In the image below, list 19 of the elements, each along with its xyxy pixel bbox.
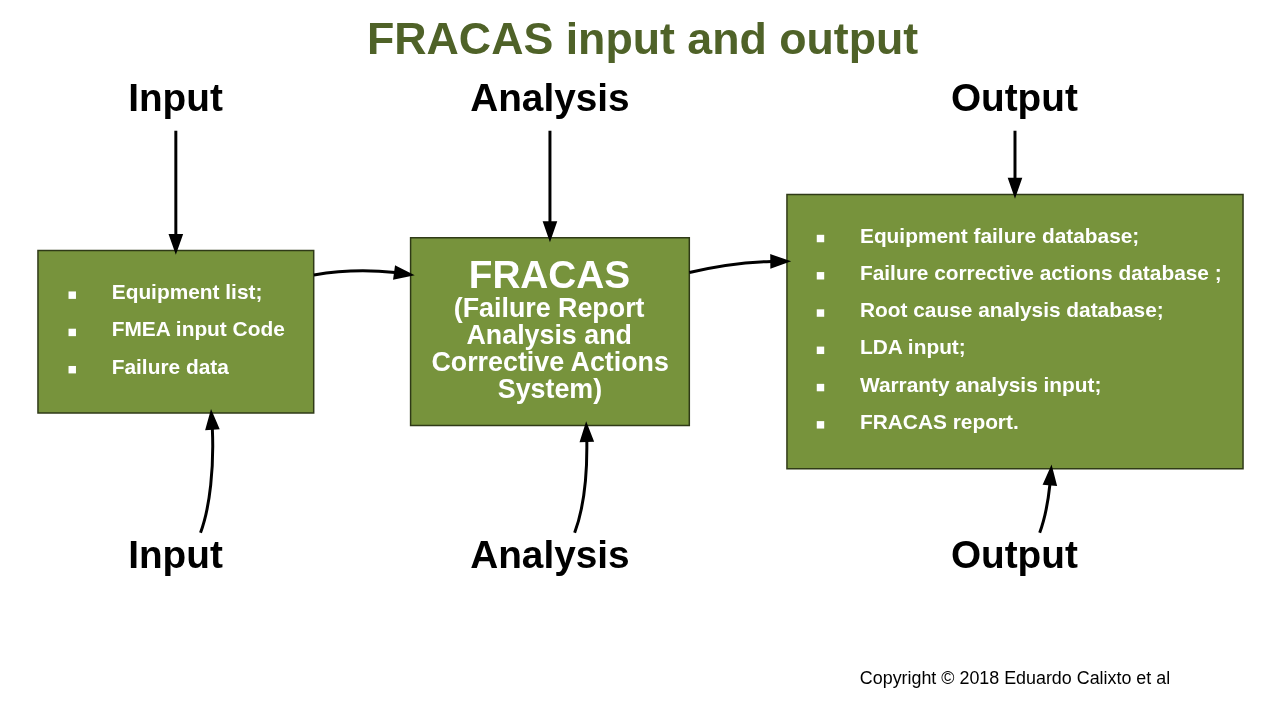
- arrow: [1037, 464, 1057, 534]
- node-text: Analysis: [469, 533, 630, 577]
- node-box: FRACAS (Failure Report Analysis and Corrective Actions System): [409, 237, 690, 427]
- arrow: [1007, 130, 1022, 199]
- node-text: Analysis: [469, 75, 630, 119]
- label: Copyright © 2018 Eduardo Calixto et al: [859, 667, 1170, 688]
- arrow: [198, 408, 220, 534]
- arrow: [168, 130, 183, 255]
- node-text: Input: [127, 533, 223, 577]
- node-box: Equipment failure database; Failure corrective actions database ; Root cause analysis database; LDA input; Warranty analysis input; FRACAS report.: [785, 193, 1244, 470]
- arrow: [313, 265, 415, 280]
- arrow: [688, 254, 791, 274]
- node-box: Equipment list; FMEA input Code Failure data: [36, 249, 314, 414]
- arrow: [572, 421, 594, 534]
- node-text: Input: [127, 75, 223, 119]
- node-text: Output: [950, 533, 1078, 577]
- node-text: Output: [950, 75, 1078, 119]
- diagram-title: FRACAS input and output: [366, 14, 918, 64]
- arrow: [542, 130, 557, 243]
